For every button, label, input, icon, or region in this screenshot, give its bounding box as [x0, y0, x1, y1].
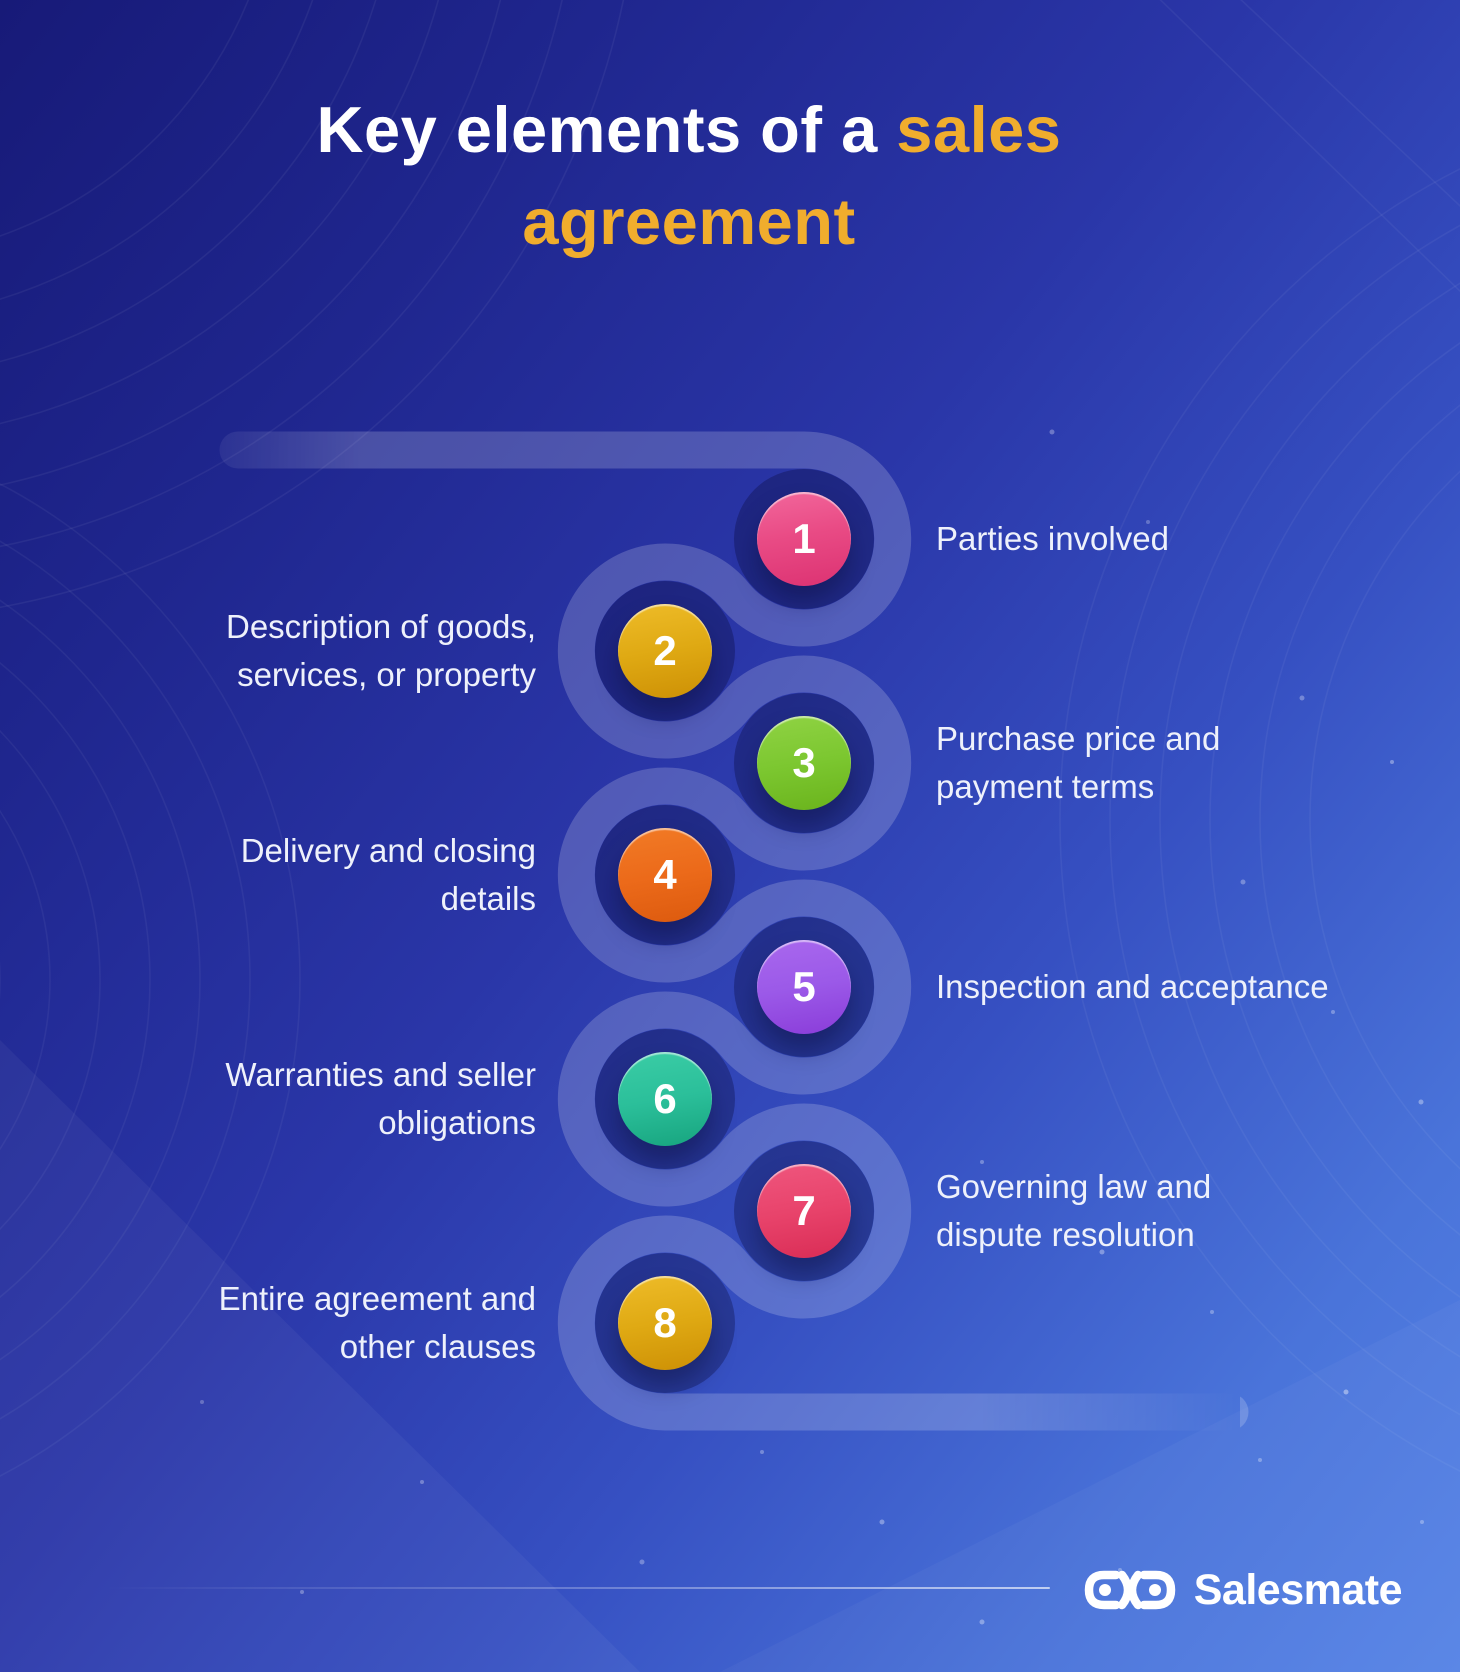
step-4-number: 4 [653, 851, 677, 898]
step-3-label: Purchase price and payment terms [936, 720, 1221, 805]
footer-divider-line [105, 1587, 1050, 1589]
step-6-bubble: 6 [618, 1052, 712, 1146]
title-line-1: Key elements of a sales [0, 84, 1378, 176]
step-4-bubble: 4 [618, 828, 712, 922]
contour-lines-left [0, 483, 301, 1477]
chain-link-icon [1084, 1570, 1175, 1610]
step-2-bubble: 2 [618, 604, 712, 698]
step-6-label: Warranties and seller obligations [225, 1056, 536, 1141]
step-5-label: Inspection and acceptance [936, 968, 1329, 1005]
step-8-bubble: 8 [618, 1276, 712, 1370]
step-7-number: 7 [792, 1187, 816, 1234]
step-8-number: 8 [653, 1299, 677, 1346]
step-1-bubble: 1 [757, 492, 851, 586]
title-prefix: Key elements of a [316, 93, 897, 166]
step-6-number: 6 [653, 1075, 677, 1122]
step-3-number: 3 [792, 739, 816, 786]
title-accent-word: sales [896, 93, 1062, 166]
brand-name: Salesmate [1193, 1565, 1403, 1614]
winding-path-ribbon [219, 431, 1249, 1431]
step-3-bubble: 3 [757, 716, 851, 810]
light-wedge-bottom-left [0, 1040, 640, 1672]
step-2-label: Description of goods, services, or prope… [225, 608, 536, 693]
title-line-2: agreement [522, 185, 856, 258]
step-2-number: 2 [653, 627, 677, 674]
star-dots [200, 429, 1424, 1625]
step-5-bubble: 5 [757, 940, 851, 1034]
step-7-label: Governing law and dispute resolution [936, 1168, 1212, 1253]
step-5-number: 5 [792, 963, 816, 1010]
step-1-label: Parties involved [936, 520, 1169, 557]
step-4-label: Delivery and closing details [240, 832, 536, 917]
page-title: Key elements of a sales agreement [0, 84, 1378, 268]
step-1-number: 1 [792, 515, 816, 562]
step-8-label: Entire agreement and other clauses [218, 1280, 536, 1365]
contour-lines-right [1059, 167, 1460, 1473]
diagonal-streaks-top-right [1159, 0, 1460, 293]
step-7-bubble: 7 [757, 1164, 851, 1258]
brand-logo: Salesmate [1082, 1560, 1403, 1620]
